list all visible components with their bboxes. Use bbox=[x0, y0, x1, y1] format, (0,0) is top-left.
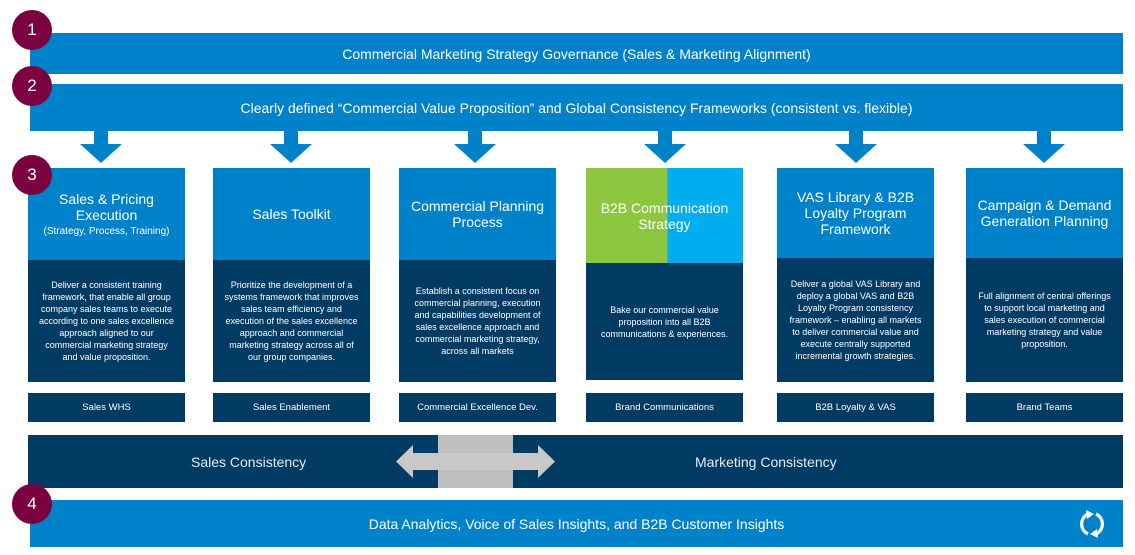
pillar-owner: B2B Loyalty & VAS bbox=[777, 393, 934, 422]
cycle-icon bbox=[1079, 510, 1105, 538]
pillar-owner: Brand Teams bbox=[966, 393, 1123, 422]
pillar-title-box: Commercial Planning Process bbox=[399, 168, 556, 260]
sales-consistency-label: Sales Consistency bbox=[191, 453, 307, 470]
pillar-subtitle: (Strategy, Process, Training) bbox=[43, 225, 170, 237]
pillar-title: Campaign & Demand Generation Planning bbox=[977, 197, 1112, 229]
pillar-description: Full alignment of central offerings to s… bbox=[966, 258, 1123, 382]
step-marker-1: 1 bbox=[12, 10, 52, 50]
pillar-description: Prioritize the development of a systems … bbox=[213, 260, 370, 382]
consistency-band: Sales Consistency Marketing Consistency bbox=[28, 435, 1123, 488]
down-arrow-icon bbox=[1023, 131, 1065, 163]
pillar-vas-library-loyalty: VAS Library & B2B Loyalty Program Framew… bbox=[777, 168, 934, 422]
pillar-title: Sales & Pricing Execution bbox=[59, 190, 154, 223]
pillar-sales-toolkit: Sales Toolkit Prioritize the development… bbox=[213, 168, 370, 422]
pillar-description: Deliver a global VAS Library and deploy … bbox=[777, 258, 934, 382]
pillar-title-box: B2B Communication Strategy bbox=[586, 168, 743, 263]
pillar-description: Deliver a consistent training framework,… bbox=[28, 260, 185, 382]
pillar-description: Establish a consistent focus on commerci… bbox=[399, 260, 556, 382]
pillar-title-box: Campaign & Demand Generation Planning bbox=[966, 168, 1123, 258]
down-arrow-icon bbox=[644, 131, 686, 163]
down-arrow-icon bbox=[835, 131, 877, 163]
pillar-b2b-communication-strategy: B2B Communication Strategy Bake our comm… bbox=[586, 168, 743, 422]
pillar-title-box: Sales Toolkit bbox=[213, 168, 370, 260]
step-marker-4: 4 bbox=[12, 484, 52, 524]
down-arrow-icon bbox=[270, 131, 312, 163]
value-proposition-bar: Clearly defined “Commercial Value Propos… bbox=[30, 84, 1123, 131]
pillar-sales-pricing-execution: Sales & Pricing Execution (Strategy, Pro… bbox=[28, 168, 185, 422]
step-marker-3: 3 bbox=[12, 155, 52, 195]
governance-bar: Commercial Marketing Strategy Governance… bbox=[30, 33, 1123, 74]
step-marker-2: 2 bbox=[12, 66, 52, 106]
pillar-title: B2B Communication Strategy bbox=[600, 199, 729, 232]
pillar-owner: Sales Enablement bbox=[213, 393, 370, 422]
pillar-commercial-planning-process: Commercial Planning Process Establish a … bbox=[399, 168, 556, 422]
marketing-consistency-label: Marketing Consistency bbox=[695, 453, 837, 470]
pillar-description: Bake our commercial value proposition in… bbox=[586, 263, 743, 380]
pillar-campaign-demand-generation: Campaign & Demand Generation Planning Fu… bbox=[966, 168, 1123, 422]
pillar-owner: Brand Communications bbox=[586, 393, 743, 422]
pillar-owner: Sales WHS bbox=[28, 393, 185, 422]
pillar-title: Commercial Planning Process bbox=[410, 198, 545, 230]
insights-bar-label: Data Analytics, Voice of Sales Insights,… bbox=[368, 515, 785, 532]
governance-bar-label: Commercial Marketing Strategy Governance… bbox=[342, 45, 811, 62]
pillar-title: VAS Library & B2B Loyalty Program Framew… bbox=[796, 189, 915, 237]
down-arrow-icon bbox=[80, 131, 122, 163]
insights-bar: Data Analytics, Voice of Sales Insights,… bbox=[30, 500, 1123, 547]
down-arrow-icon bbox=[454, 131, 496, 163]
pillar-title: Sales Toolkit bbox=[252, 206, 331, 222]
value-proposition-bar-label: Clearly defined “Commercial Value Propos… bbox=[240, 99, 913, 116]
double-arrow-icon bbox=[396, 445, 555, 478]
pillar-owner: Commercial Excellence Dev. bbox=[399, 393, 556, 422]
pillar-title-box: VAS Library & B2B Loyalty Program Framew… bbox=[777, 168, 934, 258]
pillar-title-box: Sales & Pricing Execution (Strategy, Pro… bbox=[28, 168, 185, 260]
